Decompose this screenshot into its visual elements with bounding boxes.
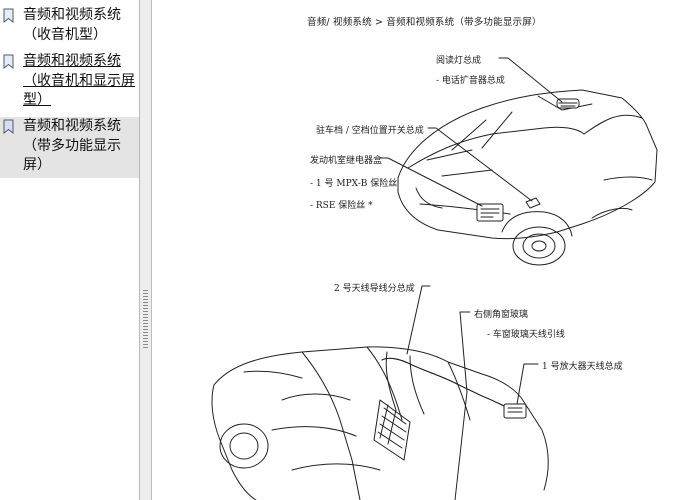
splitter-grip-icon[interactable] (143, 290, 148, 350)
bookmark-icon (3, 54, 14, 69)
label-phone-mic: - 电话扩音器总成 (436, 76, 505, 86)
panel-splitter[interactable] (139, 0, 152, 500)
label-amp-antenna-1: 1 号放大器天线总成 (542, 362, 623, 372)
bookmark-multi-display[interactable]: 音频和视频系统（带多功能显示屏） (0, 117, 139, 178)
bookmark-radio-type[interactable]: 音频和视频系统（收音机型） (0, 6, 139, 46)
label-parking-switch: 驻车档 / 空档位置开关总成 (316, 126, 424, 136)
bookmark-label: 音频和视频系统（收音机型） (23, 7, 121, 43)
label-antenna-cord-2: 2 号天线导线分总成 (334, 284, 415, 294)
rear-vehicle-drawing (212, 347, 548, 500)
label-reading-lamp: 阅读灯总成 (436, 56, 482, 66)
rear-callout-leaders (407, 286, 538, 500)
page-breadcrumb: 音频/ 视频系统 > 音频和视频系统（带多功能显示屏） (307, 17, 542, 28)
label-window-antenna: - 车窗玻璃天线引线 (487, 330, 565, 340)
label-fuse-mpx: - 1 号 MPX-B 保险丝 (310, 179, 398, 189)
bookmark-radio-display-type[interactable]: 音频和视频系统（收音机和显示屏型） (0, 52, 139, 112)
bookmark-icon (3, 8, 14, 23)
vehicle-component-diagram (152, 0, 698, 500)
bookmark-label: 音频和视频系统（收音机和显示屏型） (23, 53, 135, 108)
front-vehicle-drawing (398, 90, 657, 265)
label-quarter-window: 右侧角窗玻璃 (474, 310, 529, 320)
bookmark-label: 音频和视频系统（带多功能显示屏） (23, 118, 121, 173)
document-page: 音频/ 视频系统 > 音频和视频系统（带多功能显示屏） (152, 0, 698, 500)
label-relay-box: 发动机室继电器盒 (310, 156, 383, 166)
front-callout-leaders (380, 58, 562, 206)
bookmark-icon (3, 119, 14, 134)
label-fuse-rse: - RSE 保险丝 * (310, 201, 373, 211)
bookmarks-panel: 音频和视频系统（收音机型） 音频和视频系统（收音机和显示屏型） 音频和视频系统（… (0, 0, 139, 500)
